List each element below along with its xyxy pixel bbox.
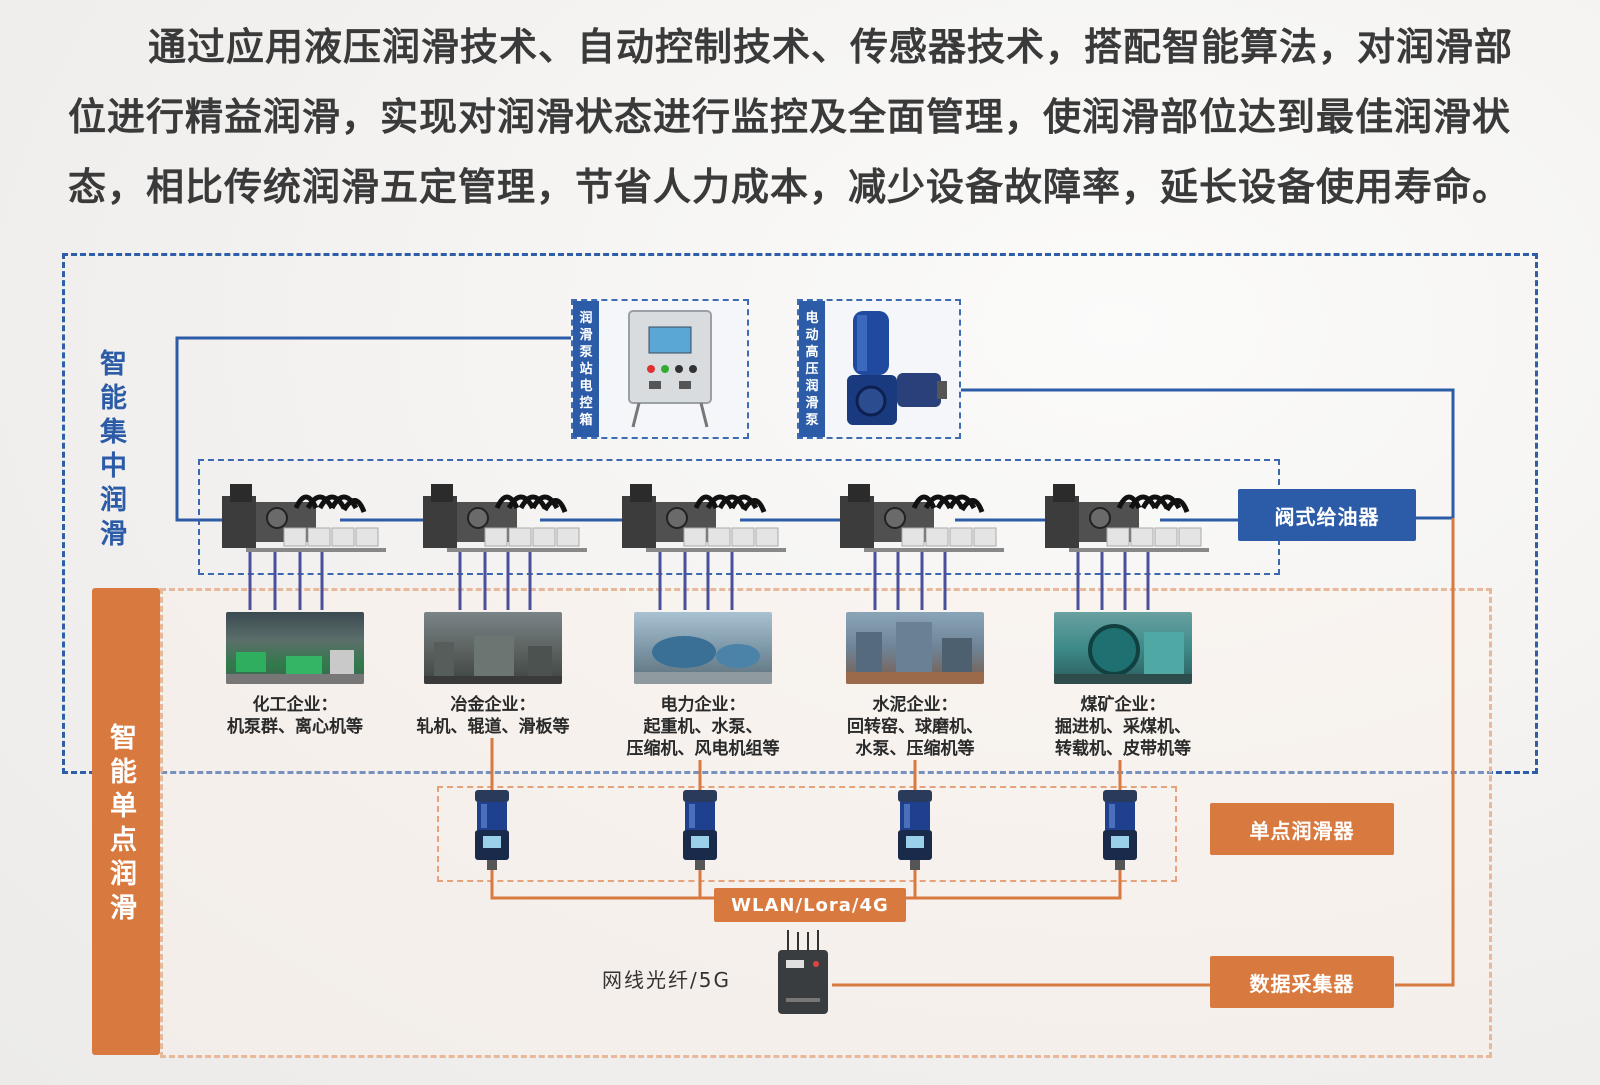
cement-industry-image [846, 612, 984, 684]
central-lubrication-label: 智 能 集 中 润 滑 [100, 349, 127, 550]
network-caption: 网线光纤/5G [602, 968, 731, 992]
industry-power: 电力企业： 起重机、水泵、 压缩机、风电机组等 [626, 695, 780, 759]
single-point-side-bar [92, 588, 160, 1055]
control-box-label: 润 滑 泵 站 电 控 箱 [573, 301, 599, 437]
pump-label: 电 动 高 压 润 滑 泵 [799, 301, 825, 437]
electric-high-pressure-pump: 电 动 高 压 润 滑 泵 [797, 299, 961, 439]
data-collector-device-icon [778, 930, 828, 1014]
central-lubrication-zone [62, 253, 1538, 774]
industry-cement: 水泥企业： 回转窑、球磨机、 水泵、压缩机等 [847, 695, 983, 759]
industry-coal-mine: 煤矿企业： 掘进机、采煤机、 转载机、皮带机等 [1055, 695, 1191, 759]
industry-chemical: 化工企业： 机泵群、离心机等 [227, 695, 363, 737]
single-point-lubrication-label: 智 能 单 点 润 滑 [110, 723, 137, 924]
metallurgy-industry-image [424, 612, 562, 684]
single-lubricator-tag: 单点润滑器 [1210, 803, 1394, 855]
industry-metallurgy: 冶金企业： 轧机、辊道、滑板等 [416, 695, 570, 737]
wireless-network-tag: WLAN/Lora/4G [714, 888, 906, 922]
data-collector-tag: 数据采集器 [1210, 956, 1394, 1008]
control-box-icon [628, 310, 712, 428]
lubrication-pump-station-control-box: 润 滑 泵 站 电 控 箱 [571, 299, 749, 439]
power-industry-image [634, 612, 772, 684]
pump-icon [847, 311, 947, 425]
single-lubricator-zone [437, 786, 1177, 882]
valve-feeder-tag: 阀式给油器 [1238, 489, 1416, 541]
intro-paragraph: 通过应用液压润滑技术、自动控制技术、传感器技术，搭配智能算法，对润滑部位进行精益… [68, 25, 1514, 209]
chemical-industry-image [226, 612, 364, 684]
coal-mine-industry-image [1054, 612, 1192, 684]
